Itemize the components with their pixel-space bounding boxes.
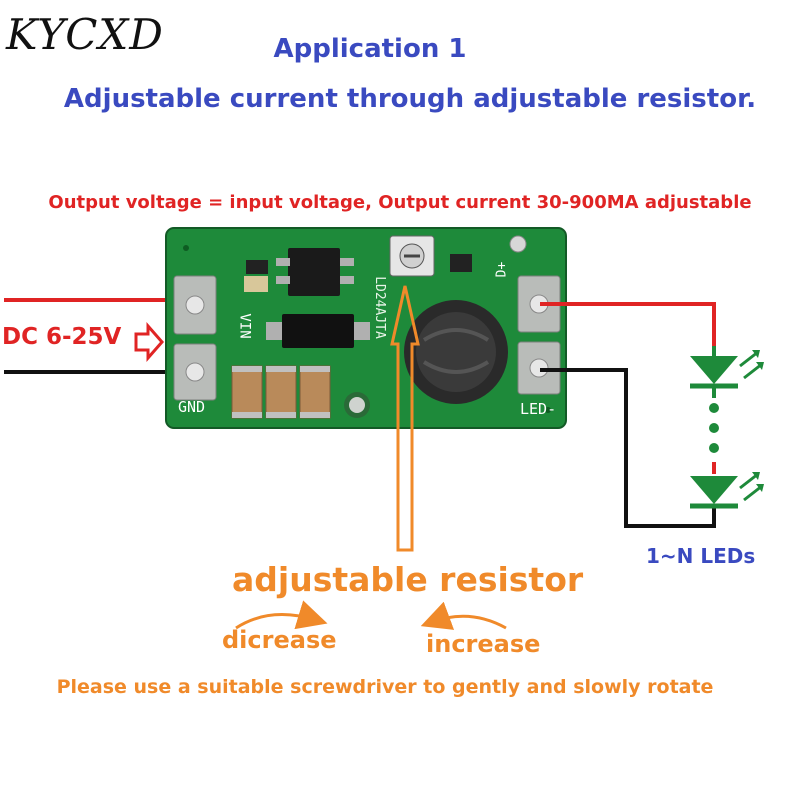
- adjustable-resistor-label: adjustable resistor: [232, 560, 584, 599]
- curved-arrow-icon: [235, 600, 328, 630]
- ledminus-label: LED-: [520, 400, 557, 418]
- chip-label: LD24AJTA: [371, 276, 387, 339]
- gnd-label: GND: [178, 398, 206, 416]
- curved-arrow-icon: [420, 601, 507, 630]
- led-diode-icon: [690, 462, 764, 509]
- continuation-dot: [709, 423, 719, 433]
- output-note: Output voltage = input voltage, Output c…: [48, 192, 752, 213]
- brand-logo: KYCXD: [6, 10, 164, 59]
- arrow-right-icon: [134, 322, 164, 362]
- page-subtitle: Adjustable current through adjustable re…: [63, 84, 757, 114]
- decrease-label: dicrease: [222, 626, 337, 654]
- input-voltage-label: DC 6-25V: [2, 324, 122, 350]
- led-diode-icon: [690, 346, 764, 398]
- continuation-dot: [709, 443, 719, 453]
- instruction-text: Please use a suitable screwdriver to gen…: [56, 676, 714, 698]
- leds-label: 1~N LEDs: [646, 544, 756, 568]
- increase-label: increase: [426, 630, 541, 658]
- output-red-wire: [540, 302, 716, 346]
- vin-label: VIN: [236, 313, 253, 339]
- dplus-label: D+: [494, 261, 510, 278]
- pcb-board: [165, 227, 567, 429]
- continuation-dot: [709, 403, 719, 413]
- output-black-wire: [540, 368, 716, 528]
- up-arrow-icon: [390, 285, 420, 552]
- page-title: Application 1: [273, 34, 467, 64]
